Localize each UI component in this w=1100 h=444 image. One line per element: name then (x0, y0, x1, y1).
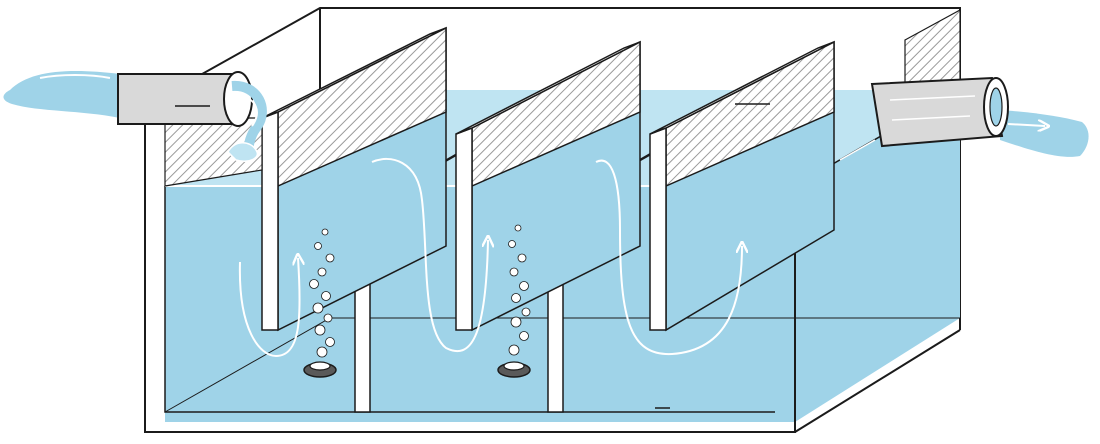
aerator-diffuser-icon (497, 361, 531, 378)
baffle-1 (261, 26, 447, 332)
air-bubbles-icon (309, 228, 335, 358)
flow-arrow-icon (238, 258, 300, 358)
baffle-2 (455, 40, 641, 332)
aerator-diffuser-icon (303, 361, 337, 378)
flow-arrows (238, 158, 742, 358)
outflow-stream (1000, 110, 1089, 157)
inflow-stream (3, 71, 120, 118)
flow-arrow-icon (595, 159, 742, 356)
outlet-pipe-icon (839, 76, 1009, 161)
air-bubbles-icon (508, 224, 531, 356)
right-wall-top (904, 8, 961, 91)
inlet-pipe-icon (117, 71, 267, 162)
surface-dashes (175, 103, 770, 409)
baffle-3 (649, 40, 835, 332)
flow-arrow-icon (371, 158, 488, 353)
